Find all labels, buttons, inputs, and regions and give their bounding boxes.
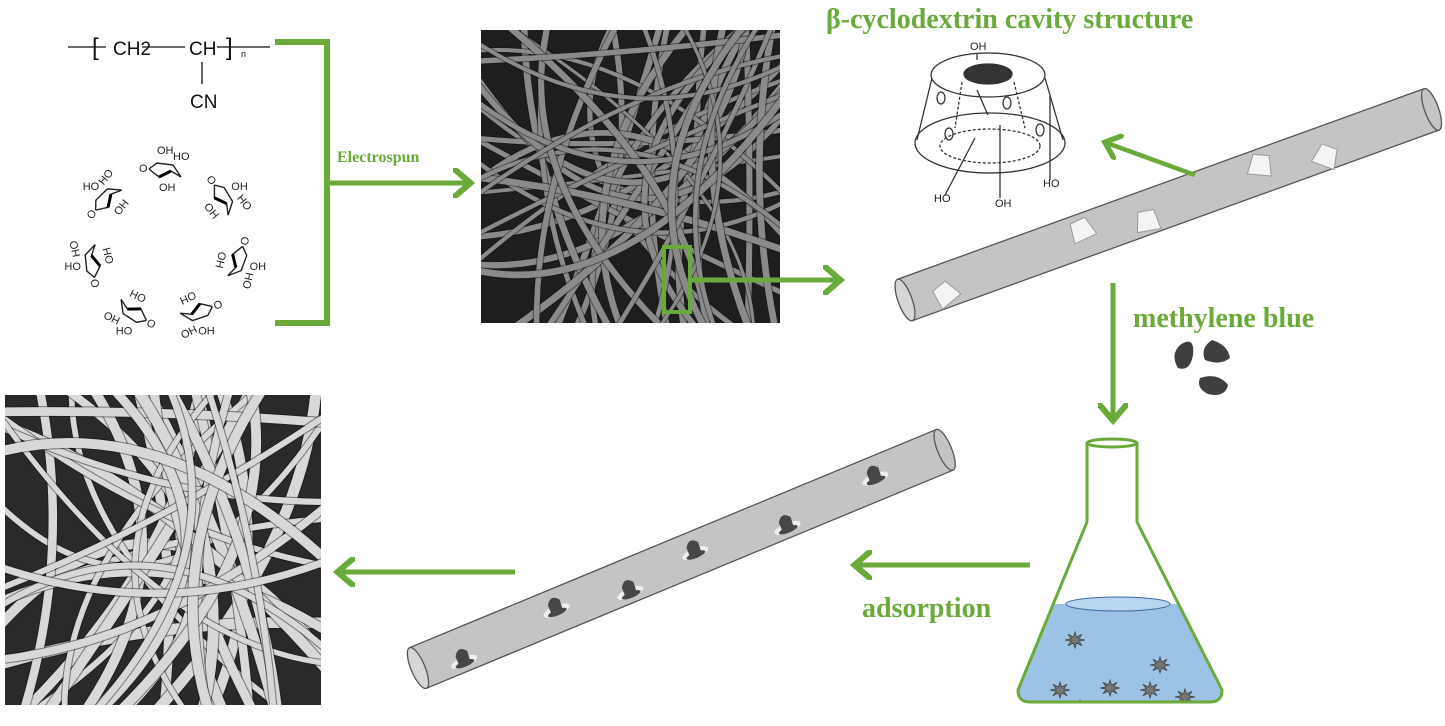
o-label: O [89, 277, 103, 288]
cavity-oh-top: OH [970, 41, 987, 53]
oh-label: OH [201, 201, 221, 221]
fiber-strand [481, 174, 780, 253]
ho-label: HO [68, 239, 83, 258]
glucose-unit: OH HO O [139, 151, 190, 194]
oh-label: HO [64, 261, 81, 273]
fiber-strand [481, 54, 780, 195]
glucose-unit: OH HO O [212, 235, 254, 290]
fiber-strand [5, 562, 321, 649]
sem-image-after-adsorption [5, 395, 321, 705]
ho-label: HO [96, 167, 116, 188]
ho-label: HO [234, 193, 254, 214]
n-subscript: n [241, 49, 246, 59]
adsorption-label: adsorption [862, 593, 992, 624]
fiber-strand [660, 30, 722, 323]
cyclodextrin-cone [1069, 216, 1098, 245]
electrospun-label: Electrospun [337, 149, 419, 166]
cyclodextrin-cone [1136, 208, 1162, 234]
cavity-arrow [1107, 143, 1196, 178]
ho-label: HO [102, 308, 122, 326]
methylene-blue-molecules-icon [1174, 340, 1230, 395]
methylene-blue-label: methylene blue [1133, 303, 1314, 334]
bracket-close: ] [226, 34, 233, 61]
fiber-strand [617, 30, 773, 323]
cavity-ho-right: HO [1043, 178, 1060, 190]
glucose-unit: OH HO O [102, 286, 158, 330]
oh-label: OH [159, 182, 176, 194]
cavity-oh-bottom: OH [995, 198, 1012, 210]
oh-label: OH [128, 286, 148, 304]
fiber-strand [693, 30, 759, 323]
ch-label: CH [189, 39, 216, 60]
dye-particle [1139, 680, 1161, 700]
cavity-title: β-cyclodextrin cavity structure [826, 4, 1193, 35]
o-label: O [211, 297, 224, 312]
ch2-label: CH2 [113, 39, 151, 60]
oh-label: HO [83, 181, 100, 193]
oh-label: OH [101, 246, 116, 265]
glucose-unit: OH HO O [68, 239, 117, 289]
fiber-with-adsorbed-dye [406, 428, 956, 690]
cyclodextrin-cone [932, 280, 962, 311]
dye-particle [1149, 655, 1171, 675]
cn-label: CN [190, 92, 217, 113]
fiber-strand [5, 407, 321, 427]
o-label: O [237, 235, 251, 246]
fiber-strand [96, 395, 196, 705]
oh-label: OH [212, 250, 227, 269]
fiber-strand [21, 395, 58, 705]
oh-label: OH [112, 197, 132, 217]
fiber-strand [481, 42, 780, 101]
oh-label: OH [231, 181, 248, 193]
erlenmeyer-flask [1016, 437, 1224, 704]
cyclodextrin-cone [1246, 153, 1272, 177]
fiber-strand [119, 395, 262, 705]
dye-particle [1099, 678, 1121, 698]
dye-particle [1049, 680, 1071, 700]
fiber-strand [134, 395, 219, 705]
fiber-strand [5, 438, 321, 563]
ho-label: HO [178, 322, 198, 340]
oh-label: OH [250, 261, 267, 273]
oh-label: HO [116, 326, 133, 338]
o-label: O [139, 163, 148, 175]
dye-particle [1064, 630, 1086, 650]
fiber-strand [5, 559, 321, 597]
polyacrylonitrile-structure: [ CH2 CH ] n CN [68, 34, 270, 113]
fiber-strand [206, 395, 277, 705]
fiber-strand [187, 395, 265, 705]
fiber-with-cyclodextrin [894, 87, 1443, 322]
oh-label: OH [178, 288, 198, 306]
cyclodextrin-cone [1310, 143, 1338, 171]
cyclodextrin-cone-icon [914, 52, 1066, 198]
oh-label: OH [157, 145, 174, 157]
fiber-strand [5, 420, 321, 570]
group-bracket [275, 39, 330, 326]
ho-label: HO [173, 151, 190, 163]
bracket-open: [ [92, 34, 99, 61]
cavity-ho-left: HO [934, 193, 951, 205]
fiber-strand [83, 395, 147, 705]
sem-image-nanofibers [481, 30, 780, 323]
oh-label: OH [198, 326, 215, 338]
o-label: O [145, 315, 158, 330]
dye-particle [1129, 700, 1151, 702]
fiber-strand [46, 395, 254, 705]
fiber-strand [756, 30, 778, 323]
fiber-strand [481, 96, 780, 279]
fiber-strand [481, 47, 780, 193]
ho-label: HO [239, 271, 254, 290]
